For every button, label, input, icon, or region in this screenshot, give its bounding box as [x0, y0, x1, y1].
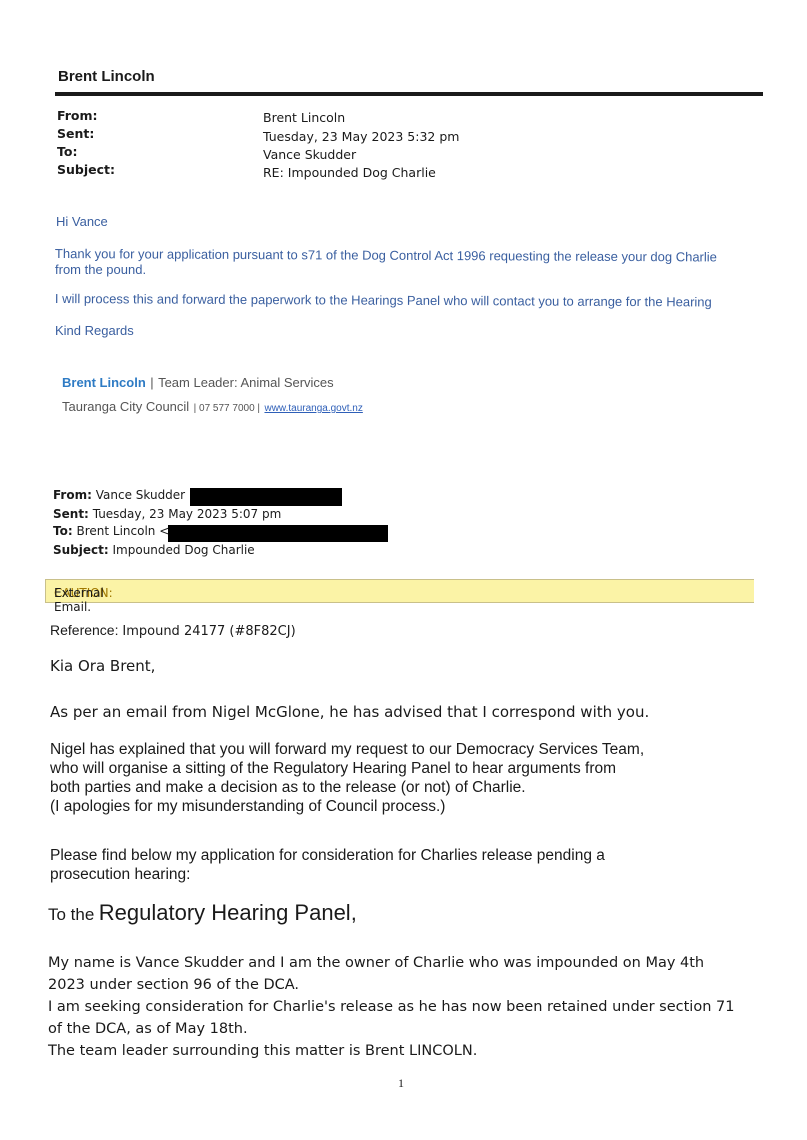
fwd-to-value: Brent Lincoln <	[76, 524, 170, 538]
from-value: Brent Lincoln	[263, 110, 346, 125]
sent-label: Sent:	[57, 126, 95, 141]
caution-label: CAUTION:	[54, 586, 113, 600]
signature-line1: Brent Lincoln | Team Leader: Animal Serv…	[62, 374, 334, 392]
header-rule	[55, 92, 763, 96]
signature-name: Brent Lincoln	[62, 375, 146, 390]
to-value: Vance Skudder	[263, 147, 357, 162]
signature-separator: |	[150, 375, 154, 390]
reply-closing: Kind Regards	[55, 323, 134, 338]
para4-line: 2023 under section 96 of the DCA.	[48, 977, 300, 993]
para2-line: (I apologies for my misunderstanding of …	[50, 798, 446, 815]
fwd-sent-value: Tuesday, 23 May 2023 5:07 pm	[92, 507, 282, 521]
signature-title: Team Leader: Animal Services	[158, 375, 334, 390]
para4-line: I am seeking consideration for Charlie's…	[48, 999, 735, 1015]
signature-website-link[interactable]: www.tauranga.govt.nz	[264, 403, 363, 414]
signature-phone: | 07 577 7000 |	[193, 403, 261, 414]
fwd-subject-label: Subject:	[53, 543, 109, 557]
caution-banner: CAUTION:External Email.	[45, 579, 754, 614]
para3-line: Please find below my application for con…	[50, 847, 605, 864]
original-para1: As per an email from Nigel McGlone, he h…	[50, 703, 650, 721]
para4-line: My name is Vance Skudder and I am the ow…	[48, 955, 705, 971]
to-the-text: To the	[48, 905, 95, 924]
page-number: 1	[398, 1076, 404, 1090]
reference-line: Reference: Impound 24177 (#8F82CJ)	[50, 622, 296, 639]
para4-line: The team leader surrounding this matter …	[48, 1043, 478, 1059]
sent-value: Tuesday, 23 May 2023 5:32 pm	[263, 129, 460, 144]
reference-value: Impound 24177 (#8F82CJ)	[122, 624, 296, 639]
subject-label: Subject:	[57, 162, 115, 177]
fwd-subject: Subject: Impounded Dog Charlie	[53, 543, 255, 557]
para2-line: Nigel has explained that you will forwar…	[50, 741, 645, 758]
para4-line: of the DCA, as of May 18th.	[48, 1021, 248, 1037]
redaction-box	[168, 525, 388, 542]
para3-line: prosecution hearing:	[50, 866, 191, 883]
signature-line2: Tauranga City Council | 07 577 7000 | ww…	[62, 398, 363, 416]
redaction-box	[190, 488, 342, 506]
fwd-to: To: Brent Lincoln <	[53, 524, 169, 538]
fwd-from-value: Vance Skudder <	[95, 488, 199, 502]
original-greeting: Kia Ora Brent,	[50, 657, 156, 675]
panel-heading-line: To the Regulatory Hearing Panel,	[48, 900, 357, 926]
reply-greeting: Hi Vance	[56, 214, 108, 229]
fwd-from-label: From:	[53, 488, 92, 502]
fwd-sent: Sent: Tuesday, 23 May 2023 5:07 pm	[53, 507, 281, 521]
to-label: To:	[57, 144, 78, 159]
signature-org: Tauranga City Council	[62, 399, 190, 414]
original-para4: My name is Vance Skudder and I am the ow…	[48, 952, 734, 1062]
subject-value: RE: Impounded Dog Charlie	[263, 165, 436, 180]
panel-heading: Regulatory Hearing Panel,	[98, 900, 357, 925]
original-para3: Please find below my application for con…	[50, 846, 605, 884]
para2-line: both parties and make a decision as to t…	[50, 779, 526, 796]
fwd-to-label: To:	[53, 524, 73, 538]
reply-para1-line2: from the pound.	[55, 262, 147, 277]
original-para2: Nigel has explained that you will forwar…	[50, 740, 644, 816]
caution-message: External Email.	[54, 586, 104, 614]
fwd-from: From: Vance Skudder <	[53, 488, 199, 502]
fwd-subject-value: Impounded Dog Charlie	[112, 543, 255, 557]
reply-para1-line1: Thank you for your application pursuant …	[54, 246, 717, 265]
reference-label: Reference:	[50, 622, 119, 638]
sender-name: Brent Lincoln	[58, 68, 155, 85]
fwd-sent-label: Sent:	[53, 507, 89, 521]
reply-para2: I will process this and forward the pape…	[54, 291, 712, 310]
para2-line: who will organise a sitting of the Regul…	[50, 760, 617, 777]
from-label: From:	[57, 108, 98, 123]
